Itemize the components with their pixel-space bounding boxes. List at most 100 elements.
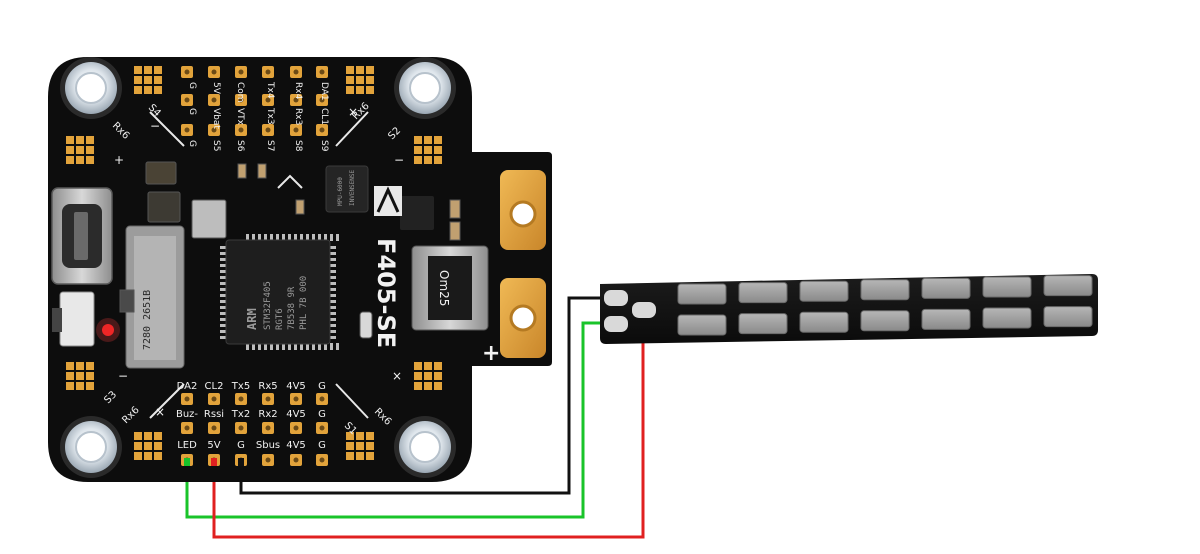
mcu-pin [220, 270, 227, 273]
esc-pad [366, 66, 374, 74]
sd-card-slot: 7280 2651B [125, 225, 185, 369]
esc-pad [144, 452, 152, 460]
esc-pad [66, 146, 74, 154]
mcu-pin [220, 246, 227, 249]
esc-pad [66, 156, 74, 164]
esc-pad [356, 86, 364, 94]
esc-pad [144, 76, 152, 84]
mcu-pin [324, 343, 327, 350]
pin-label: G [187, 82, 197, 89]
minus-label: − [118, 369, 128, 383]
esc-pad [346, 452, 354, 460]
inductor: Om25 [411, 245, 489, 331]
esc-pad [346, 76, 354, 84]
mcu-pin [220, 282, 227, 285]
strip-5v-pad [632, 302, 656, 318]
battery-plus-label: + [482, 341, 500, 366]
pad-hole [211, 97, 217, 103]
battery-pad-pos [500, 278, 546, 358]
pin-label: Com [235, 82, 245, 103]
pin-label: Sbus [256, 440, 280, 451]
sd-label: 7280 2651B [142, 290, 153, 350]
pin-label: S8 [293, 140, 303, 152]
pin-label: Rx3 [293, 108, 303, 125]
imu-marking: INVENSENSE [349, 169, 356, 206]
mcu-pin [276, 343, 279, 350]
small-components [119, 161, 461, 339]
pin-label: 4V5 [286, 409, 306, 420]
bottom-row1-labels: DA2 CL2 Tx5 Rx5 4V5 G [177, 381, 326, 392]
led-segment [921, 277, 971, 299]
esc-pad [86, 372, 94, 380]
mcu-pin [312, 343, 315, 350]
mcu-pin [329, 276, 336, 279]
plus-label: + [114, 153, 124, 167]
pad-hole [319, 396, 325, 402]
top-connector-pads [181, 66, 328, 136]
mcu-pin [330, 234, 333, 241]
pad-hole [238, 396, 244, 402]
pin-label: G [187, 140, 197, 147]
esc-pad [76, 136, 84, 144]
osd-chip [400, 196, 434, 230]
mcu-pin [329, 270, 336, 273]
pin-label: Rx2 [258, 409, 277, 420]
mcu-pin [270, 343, 273, 350]
mcu-pin [220, 336, 227, 339]
mcu-pin [220, 258, 227, 261]
mcu-pin [336, 343, 339, 350]
esc-pad [76, 146, 84, 154]
esc-pad [346, 432, 354, 440]
esc-pad [366, 432, 374, 440]
mcu-pin [220, 306, 227, 309]
mcu-pin [282, 234, 285, 241]
minus-label: − [150, 119, 160, 133]
led-segment [860, 279, 910, 301]
esc-pad [424, 156, 432, 164]
pin-label: CL2 [205, 381, 224, 392]
pin-label: G [318, 381, 326, 392]
strip-pads [604, 290, 656, 332]
mcu-pin [329, 288, 336, 291]
mcu-marking: PHL 7B 000 [299, 276, 309, 330]
esc-pad [424, 146, 432, 154]
esc-pad [366, 76, 374, 84]
mcu-pin [220, 300, 227, 303]
esc-pad [86, 136, 94, 144]
mcu-pin [336, 234, 339, 241]
pin-label-g: G [237, 440, 245, 451]
esc-pad [414, 362, 422, 370]
top-row3-labels: G S5 S6 S7 S8 S9 [187, 140, 329, 152]
esc-pad [134, 442, 142, 450]
pin-label: G [187, 108, 197, 115]
pad-hole [293, 97, 299, 103]
pin-label: G [318, 409, 326, 420]
pad-hole [319, 69, 325, 75]
esc-pad [154, 442, 162, 450]
esc-pad [134, 66, 142, 74]
pad-hole [293, 396, 299, 402]
pad-hole [211, 396, 217, 402]
led-segment [921, 308, 971, 330]
led-strip [600, 274, 1098, 344]
mcu-pin [220, 264, 227, 267]
mcu-pin [329, 252, 336, 255]
mcu-pin [329, 258, 336, 261]
esc-pad [134, 86, 142, 94]
mount-hole-br [394, 416, 456, 478]
esc-pad [66, 362, 74, 370]
pin-label: 5V [211, 82, 221, 95]
esc-pad [134, 76, 142, 84]
mcu-pin [220, 252, 227, 255]
pad-hole [238, 69, 244, 75]
mount-hole-tl [60, 57, 122, 119]
mcu-pin [300, 343, 303, 350]
pad-hole [265, 396, 271, 402]
pin-label: 4V5 [286, 381, 306, 392]
pin-label: DA2 [177, 381, 198, 392]
esc-pad [66, 372, 74, 380]
led-segment [677, 283, 727, 305]
mcu-pin [294, 343, 297, 350]
